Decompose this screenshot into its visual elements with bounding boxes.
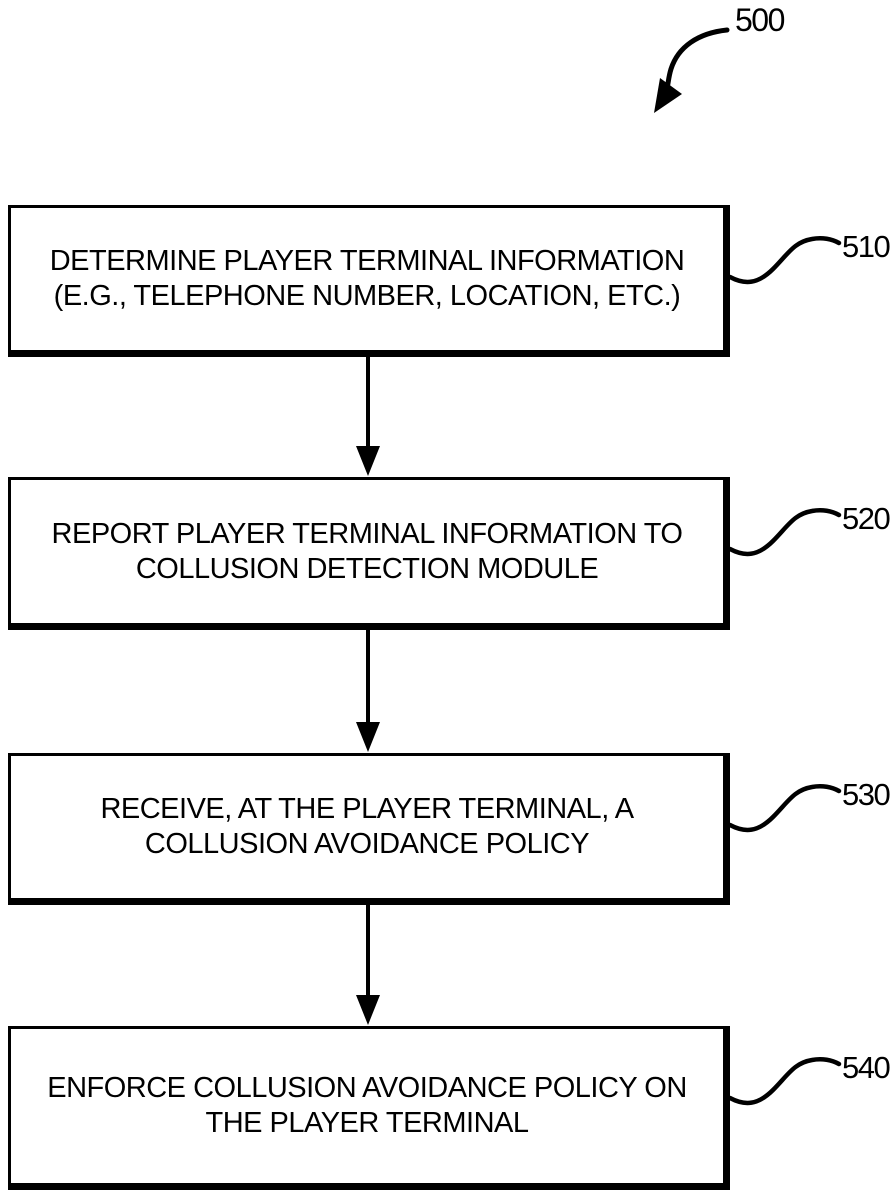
step-text-line: DETERMINE PLAYER TERMINAL INFORMATION: [49, 245, 685, 277]
ref-connector-530: [727, 783, 842, 833]
step-box-determine-info: DETERMINE PLAYER TERMINAL INFORMATION (E…: [8, 205, 730, 357]
step-text-line: ENFORCE COLLUSION AVOIDANCE POLICY ON: [47, 1072, 687, 1104]
ref-connector-540: [727, 1056, 842, 1106]
step-ref-label-520: 520: [842, 501, 891, 536]
step-text-line: RECEIVE, AT THE PLAYER TERMINAL, A: [100, 793, 634, 825]
down-arrow-icon: [356, 357, 380, 476]
step-ref-label-510: 510: [842, 229, 891, 264]
down-arrow-icon: [356, 905, 380, 1025]
figure-ref-label: 500: [735, 2, 785, 38]
ref-connector-520: [727, 507, 842, 557]
step-text-line: THE PLAYER TERMINAL: [205, 1107, 529, 1139]
step-box-enforce-policy: ENFORCE COLLUSION AVOIDANCE POLICY ON TH…: [8, 1026, 730, 1190]
step-text-line: REPORT PLAYER TERMINAL INFORMATION TO: [51, 517, 683, 550]
step-ref-label-540: 540: [842, 1050, 891, 1085]
step-box-receive-policy: RECEIVE, AT THE PLAYER TERMINAL, A COLLU…: [8, 753, 730, 905]
step-text-line: COLLUSION AVOIDANCE POLICY: [144, 828, 590, 860]
ref-connector-510: [727, 235, 842, 285]
step-ref-label-530: 530: [842, 777, 891, 812]
curved-arrow-icon: [654, 27, 730, 113]
step-text-line: COLLUSION DETECTION MODULE: [135, 552, 599, 585]
step-box-report-info: REPORT PLAYER TERMINAL INFORMATION TO CO…: [8, 477, 730, 630]
down-arrow-icon: [356, 630, 380, 752]
step-text-line: (E.G., TELEPHONE NUMBER, LOCATION, ETC.): [53, 280, 681, 312]
